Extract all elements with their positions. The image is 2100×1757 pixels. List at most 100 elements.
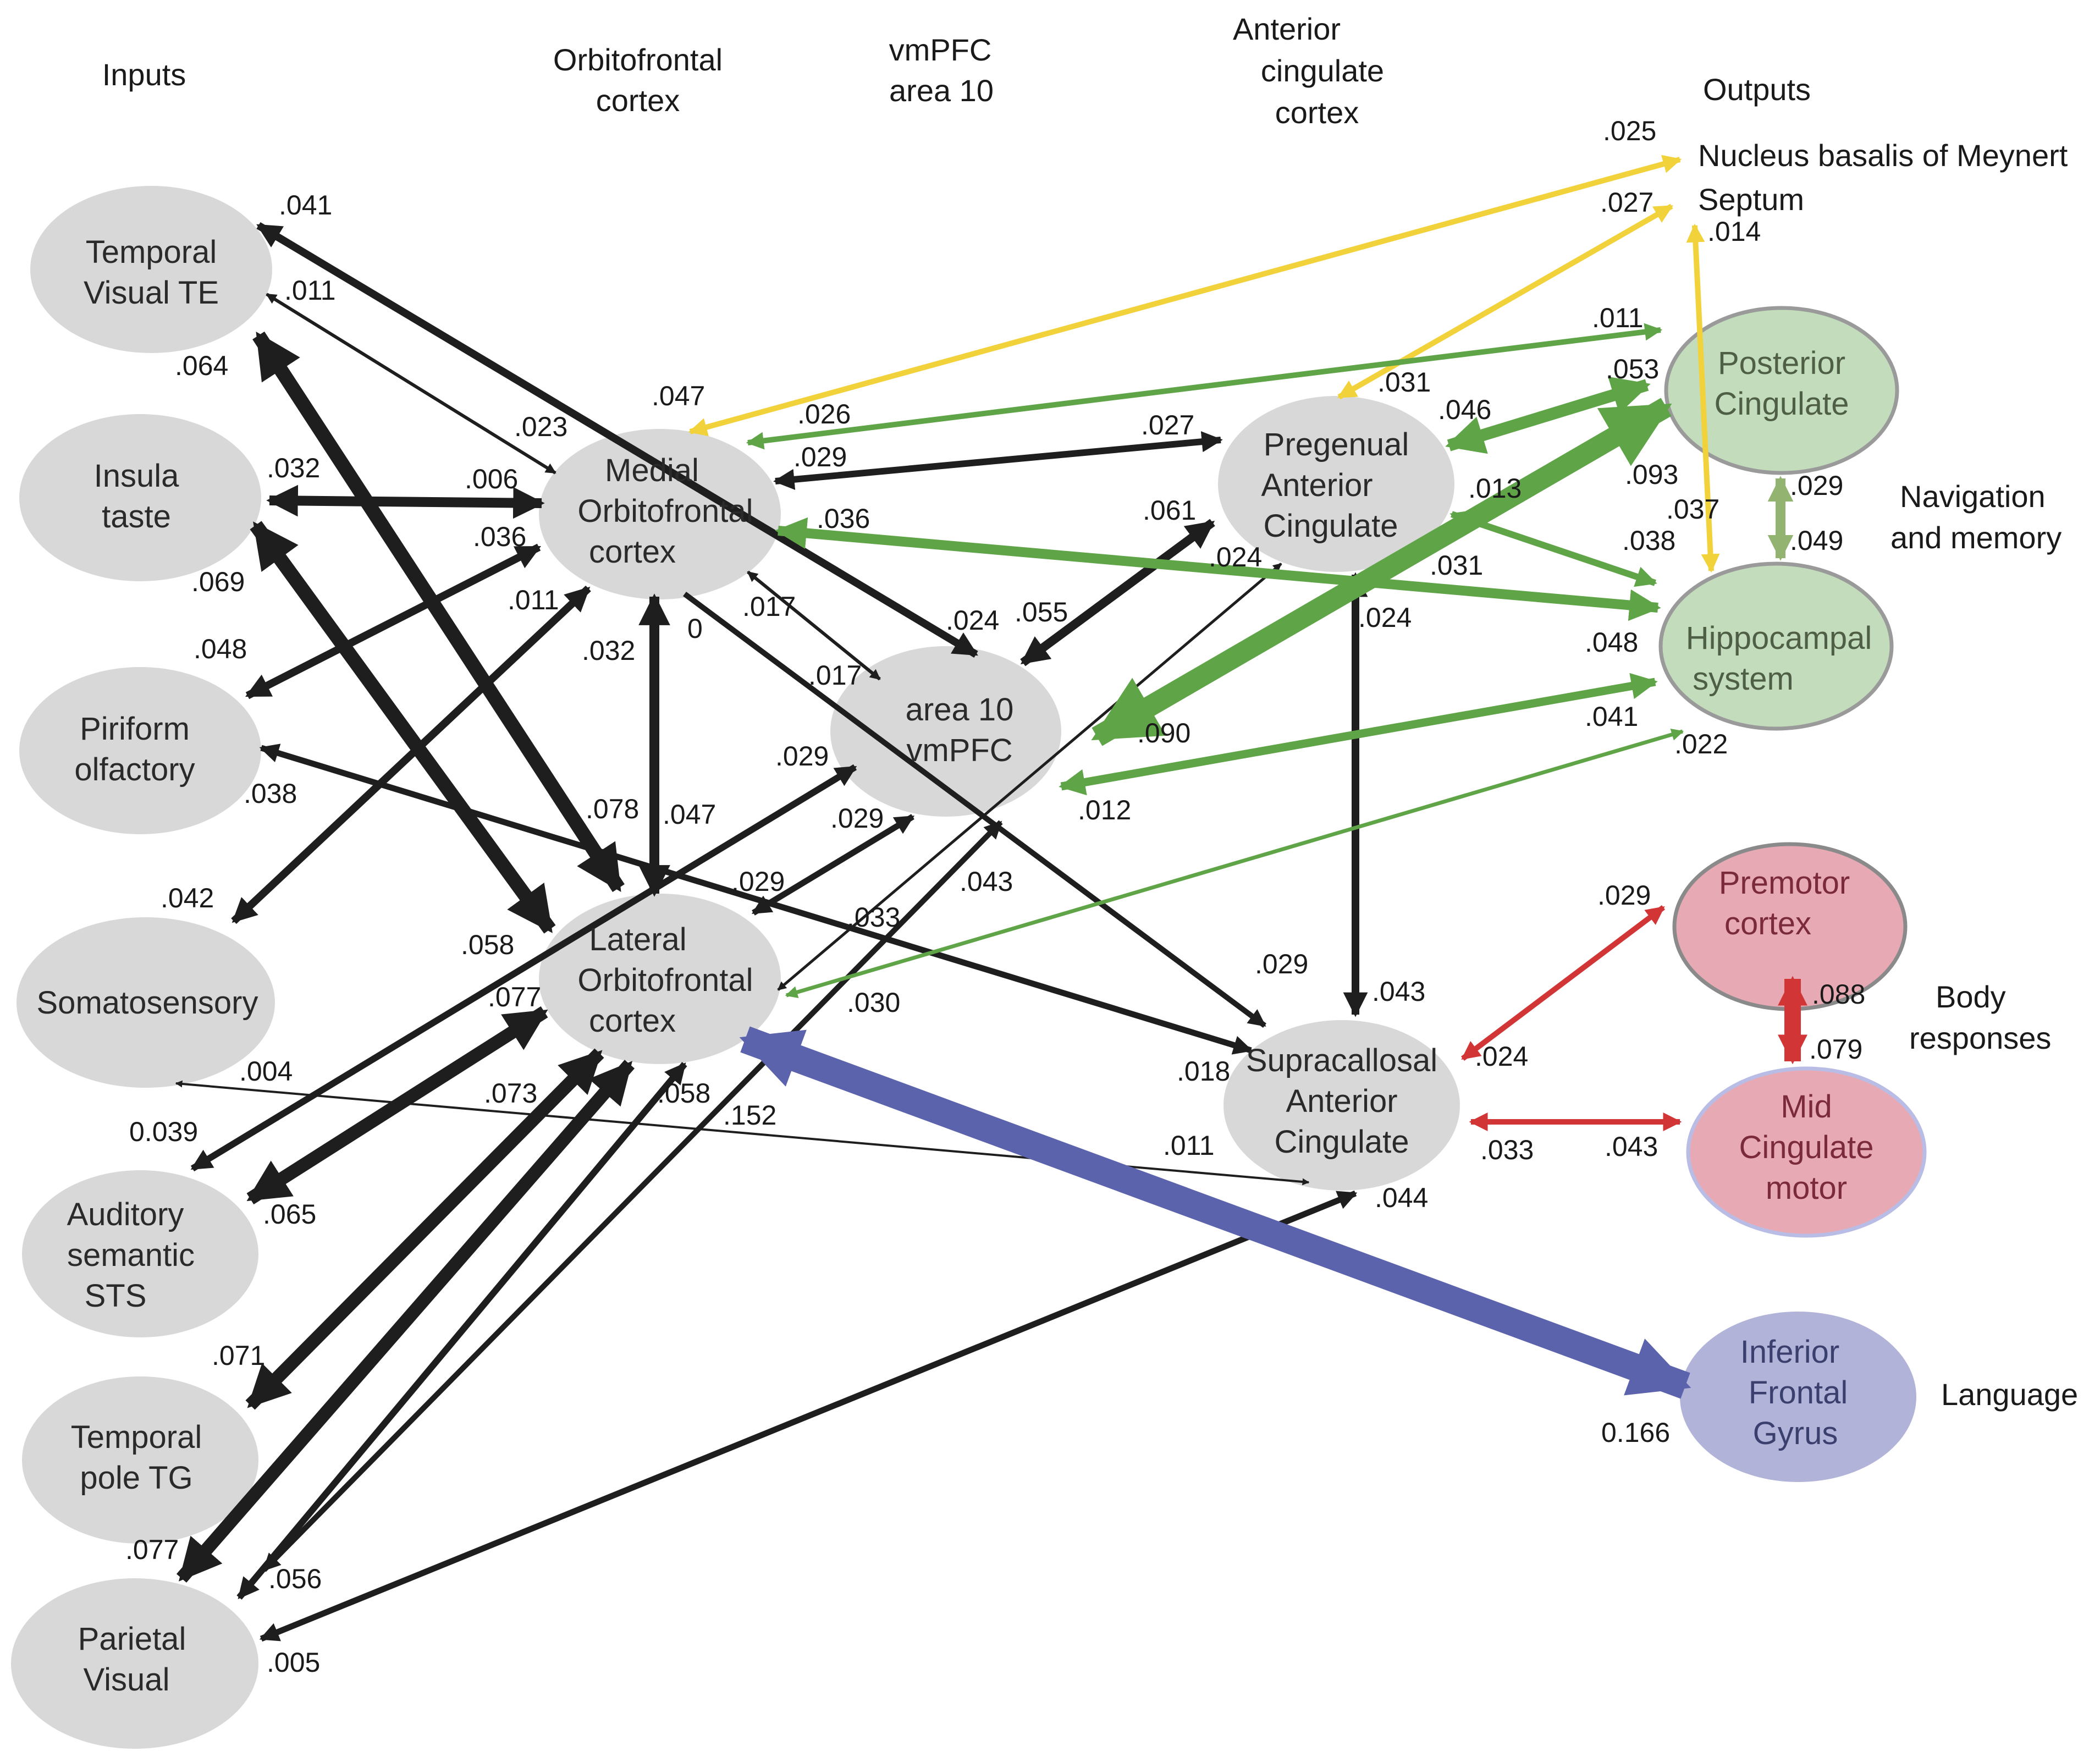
edge-weight: .043	[1372, 976, 1425, 1007]
node-ifg	[1680, 1312, 1916, 1482]
edge-weight: .029	[1255, 949, 1308, 979]
side-labels: Nucleus basalis of Meynert Septum Naviga…	[1698, 138, 2078, 1412]
edge-weight: .048	[194, 634, 247, 664]
edge-weight: .023	[514, 411, 567, 442]
edge-weight: .011	[1163, 1130, 1215, 1161]
edge-weight: .043	[1605, 1131, 1658, 1162]
edge-weight: .065	[263, 1199, 316, 1230]
edge-weight: .037	[1666, 494, 1719, 525]
edge-weight: .005	[267, 1647, 320, 1678]
edge-weight: .024	[946, 605, 999, 636]
edge-weight: .024	[1358, 602, 1412, 633]
edge-weight: .004	[239, 1056, 293, 1087]
edge-weight: .026	[797, 399, 851, 429]
edge-weight: .029	[830, 803, 884, 834]
edge-weight: .043	[960, 866, 1013, 897]
label-language: Language	[1941, 1377, 2078, 1412]
edge-weight: .029	[731, 866, 785, 897]
edge-weight: .038	[244, 778, 297, 809]
edge-weight: .027	[1141, 410, 1194, 440]
edge-weight: .041	[1585, 701, 1638, 732]
edge-weight: .047	[652, 381, 705, 411]
edge-weight: .152	[723, 1100, 776, 1131]
edge-area10-pregenual	[1020, 519, 1215, 667]
edge-weight: .088	[1812, 979, 1865, 1010]
edge-weight: .006	[465, 464, 518, 494]
edge-weight: .077	[125, 1534, 179, 1565]
edge-weight: .077	[488, 982, 541, 1012]
edge-weight: .036	[817, 503, 870, 534]
edge-weight: 0.039	[129, 1116, 198, 1147]
edge-weight: .048	[1585, 627, 1638, 658]
edge-weight: .090	[1137, 718, 1190, 748]
edge-parietal-lateral-ofc-2	[236, 1062, 687, 1600]
edge-weight: .011	[284, 275, 336, 306]
edge-weight: .032	[267, 453, 320, 483]
edge-weight: 0.166	[1601, 1417, 1670, 1448]
edge-weight: .044	[1375, 1182, 1428, 1213]
edge-weight: .049	[1790, 525, 1843, 556]
edges	[175, 155, 1807, 1642]
edge-weight: .069	[191, 566, 245, 597]
edge-weight: .012	[1078, 795, 1131, 825]
edge-weight: .078	[586, 794, 639, 824]
edge-medial-ofc-posterior-cingulate	[746, 323, 1663, 450]
header-inputs: Inputs	[102, 57, 186, 92]
edge-weight: .093	[1625, 459, 1678, 490]
edge-weight: .029	[775, 741, 829, 772]
edge-weight: .036	[473, 521, 526, 552]
edge-weight: .018	[1177, 1056, 1230, 1087]
edge-weight: .017	[808, 660, 862, 691]
edge-weight: .011	[1592, 302, 1644, 333]
label-nbm: Nucleus basalis of Meynert	[1698, 138, 2068, 173]
edge-weight: .024	[1475, 1041, 1528, 1072]
edge-weight: .071	[212, 1340, 265, 1371]
edge-weight: .017	[742, 591, 796, 622]
edge-weight: .073	[484, 1078, 537, 1109]
edge-weight: .029	[1597, 880, 1651, 911]
edge-insula-medial-ofc	[266, 484, 545, 519]
edge-parietal-lateral-ofc	[176, 1060, 635, 1583]
edge-weight: .079	[1809, 1034, 1862, 1065]
node-piriform	[19, 667, 261, 834]
edge-weight: .064	[175, 350, 228, 381]
edge-weight: .027	[1600, 187, 1653, 218]
edge-weight: .042	[161, 883, 214, 913]
edge-weight: .029	[793, 442, 847, 472]
edge-hippocampal-septum	[1686, 223, 1720, 573]
edge-weight: .031	[1377, 367, 1431, 398]
edge-weight: .025	[1603, 115, 1656, 146]
edge-supracallosal-premotor	[1460, 905, 1666, 1061]
edge-weight: .038	[1622, 525, 1675, 556]
edge-weight: .032	[582, 635, 635, 666]
edge-weight: .024	[1209, 542, 1262, 572]
label-septum: Septum	[1698, 182, 1804, 217]
edge-weight: .053	[1606, 354, 1659, 384]
edge-weight: .046	[1438, 394, 1491, 425]
edge-weight: .041	[279, 190, 332, 221]
edge-weight: 0	[687, 613, 703, 644]
edge-weight: .058	[461, 929, 514, 960]
